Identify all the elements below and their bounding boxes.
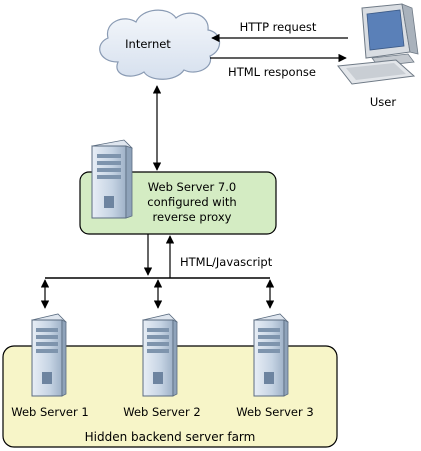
user-computer-icon: User (337, 3, 419, 109)
user-label: User (370, 95, 396, 109)
web-server-3-icon (253, 313, 289, 397)
proxy-label-line-1: Web Server 7.0 (148, 180, 236, 194)
web-server-1-icon (31, 313, 67, 397)
proxy-label-line-2: configured with (147, 195, 236, 209)
internet-cloud: Internet (99, 9, 221, 80)
proxy-server-icon (91, 139, 133, 219)
http-request-label: HTTP request (240, 20, 317, 34)
server-farm-label: Hidden backend server farm (85, 430, 256, 444)
internet-label: Internet (125, 37, 171, 51)
web-server-2-icon (142, 313, 178, 397)
web-server-3-label: Web Server 3 (236, 405, 313, 419)
proxy-label-line-3: reverse proxy (153, 210, 232, 224)
html-response-label: HTML response (228, 65, 316, 79)
html-javascript-label: HTML/Javascript (180, 255, 273, 269)
web-server-1-label: Web Server 1 (11, 405, 88, 419)
web-server-2-label: Web Server 2 (123, 405, 200, 419)
